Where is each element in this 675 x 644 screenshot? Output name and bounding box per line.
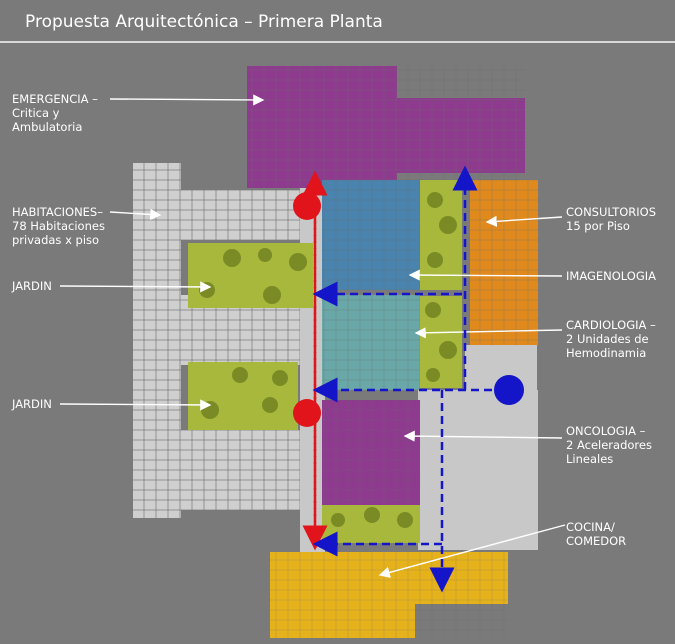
label-jardin-2: JARDIN [12, 397, 52, 411]
red-node-top [293, 192, 321, 220]
label-habitaciones: HABITACIONES– 78 Habitaciones privadas x… [12, 205, 105, 247]
circulation-wings [133, 163, 538, 555]
label-oncologia: ONCOLOGIA – 2 Aceleradores Lineales [566, 424, 652, 466]
label-emergencia: EMERGENCIA – Critica y Ambulatoria [12, 92, 98, 134]
label-consultorios: CONSULTORIOS 15 por Piso [566, 205, 657, 233]
garden-trees [199, 192, 457, 528]
label-cardiologia: CARDIOLOGIA – 2 Unidades de Hemodinamia [566, 318, 656, 360]
label-jardin-1: JARDIN [12, 279, 52, 293]
leader-lines [59, 94, 566, 578]
red-node-bottom [293, 399, 321, 427]
label-imagenologia: IMAGENOLOGIA [566, 269, 657, 283]
title-divider [0, 41, 675, 43]
blue-route [312, 165, 505, 593]
label-cocina: COCINA/ COMEDOR [566, 520, 627, 548]
red-route [293, 170, 328, 551]
page-title: Propuesta Arquitectónica – Primera Plant… [25, 12, 383, 32]
jardin-1 [188, 243, 313, 308]
blue-node [494, 375, 524, 405]
